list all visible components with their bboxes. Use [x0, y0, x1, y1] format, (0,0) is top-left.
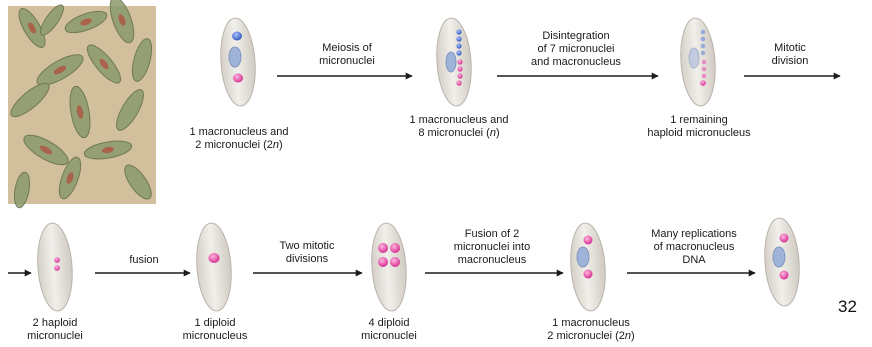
- macronucleus-icon: [689, 48, 699, 68]
- micronucleus-icon: [700, 80, 706, 86]
- stage-label-1: 1 macronucleus and 2 micronuclei (2n): [178, 126, 300, 152]
- step-label-fusion-macronucleus: Fusion of 2 micronuclei into macronucleu…: [440, 228, 544, 267]
- cell-stage-7: [568, 222, 608, 312]
- cell-stage-5: [194, 222, 234, 312]
- cell-stage-6: [369, 222, 409, 312]
- cell-stage-1: [218, 17, 258, 107]
- cell-stage-2: [434, 17, 474, 107]
- macronucleus-icon: [446, 52, 456, 72]
- step-label-meiosis: Meiosis of micronuclei: [302, 42, 392, 68]
- cell-stage-3: [678, 17, 718, 107]
- stage-label-3: 1 remaining haploid micronucleus: [636, 114, 762, 140]
- micronucleus-icon: [233, 74, 243, 83]
- cell-stage-4: [35, 222, 75, 312]
- step-label-disintegration: Disintegration of 7 micronuclei and macr…: [520, 30, 632, 69]
- stage-label-6: 4 diploid micronuclei: [346, 317, 432, 343]
- step-label-fusion: fusion: [116, 254, 172, 267]
- cell-stage-8: [762, 217, 802, 307]
- stage-label-2: 1 macronucleus and 8 micronuclei (n): [398, 114, 520, 140]
- stage-label-4: 2 haploid micronuclei: [12, 317, 98, 343]
- macronucleus-icon: [229, 47, 241, 67]
- stage-label-5: 1 diploid micronucleus: [172, 317, 258, 343]
- paramecium-photo: [6, 0, 156, 209]
- step-label-mitotic-division: Mitotic division: [752, 42, 828, 68]
- step-label-replications: Many replications of macronucleus DNA: [640, 228, 748, 267]
- micronucleus-icon: [232, 32, 242, 41]
- page-number: 32: [838, 297, 857, 317]
- stage-label-7: 1 macronucleus 2 micronuclei (2n): [532, 317, 650, 343]
- step-label-two-mitotic-divisions: Two mitotic divisions: [264, 240, 350, 266]
